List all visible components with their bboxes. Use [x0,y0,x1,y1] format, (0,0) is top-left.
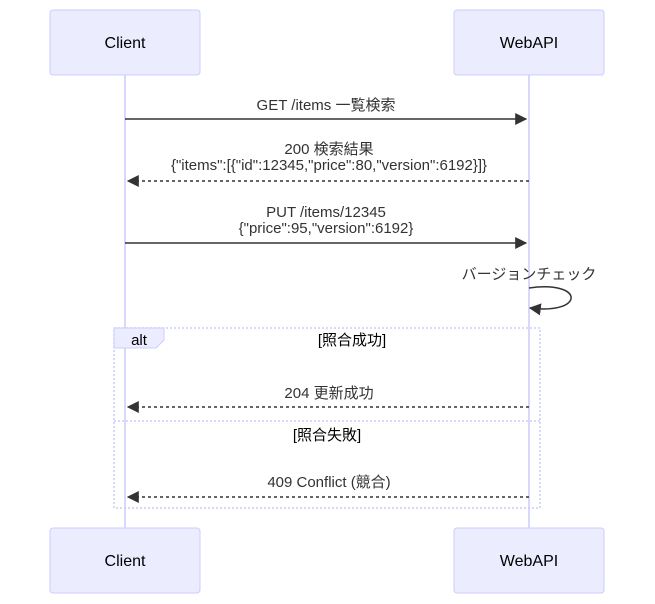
message-label: 200 検索結果 [284,141,373,158]
message-label: {"price":95,"version":6192} [239,220,414,237]
message-label: PUT /items/12345 [266,204,386,221]
message-204-updated: 204 更新成功 [126,385,529,413]
alt-frame: alt [照合成功] [照合失敗] [113,327,541,509]
message-label: 409 Conflict (競合) [267,474,390,491]
message-label: {"items":[{"id":12345,"price":80,"versio… [171,157,487,174]
webapi-actor-label: WebAPI [500,553,558,570]
message-200-search-result: 200 検索結果 {"items":[{"id":12345,"price":8… [126,141,529,187]
message-version-check: バージョンチェック [462,266,597,316]
alt-condition-success: [照合成功] [318,332,386,349]
message-label: 204 更新成功 [284,385,373,402]
message-409-conflict: 409 Conflict (競合) [126,474,529,503]
webapi-actor-label: WebAPI [500,35,558,52]
client-actor-label: Client [105,553,146,570]
message-get-items: GET /items 一覧検索 [125,97,528,125]
alt-condition-failure: [照合失敗] [293,427,361,444]
alt-frame-border [113,327,541,509]
webapi-actor-bottom: WebAPI [453,527,605,594]
self-loop-arrow [528,286,572,316]
message-put-item: PUT /items/12345 {"price":95,"version":6… [125,204,528,249]
alt-tab [113,327,165,349]
client-actor-bottom: Client [49,527,201,594]
message-label: GET /items 一覧検索 [257,97,396,114]
message-label: バージョンチェック [462,266,597,283]
webapi-actor-top: WebAPI [453,9,605,76]
client-actor-label: Client [105,35,146,52]
alt-label: alt [131,332,148,349]
client-actor-top: Client [49,9,201,76]
